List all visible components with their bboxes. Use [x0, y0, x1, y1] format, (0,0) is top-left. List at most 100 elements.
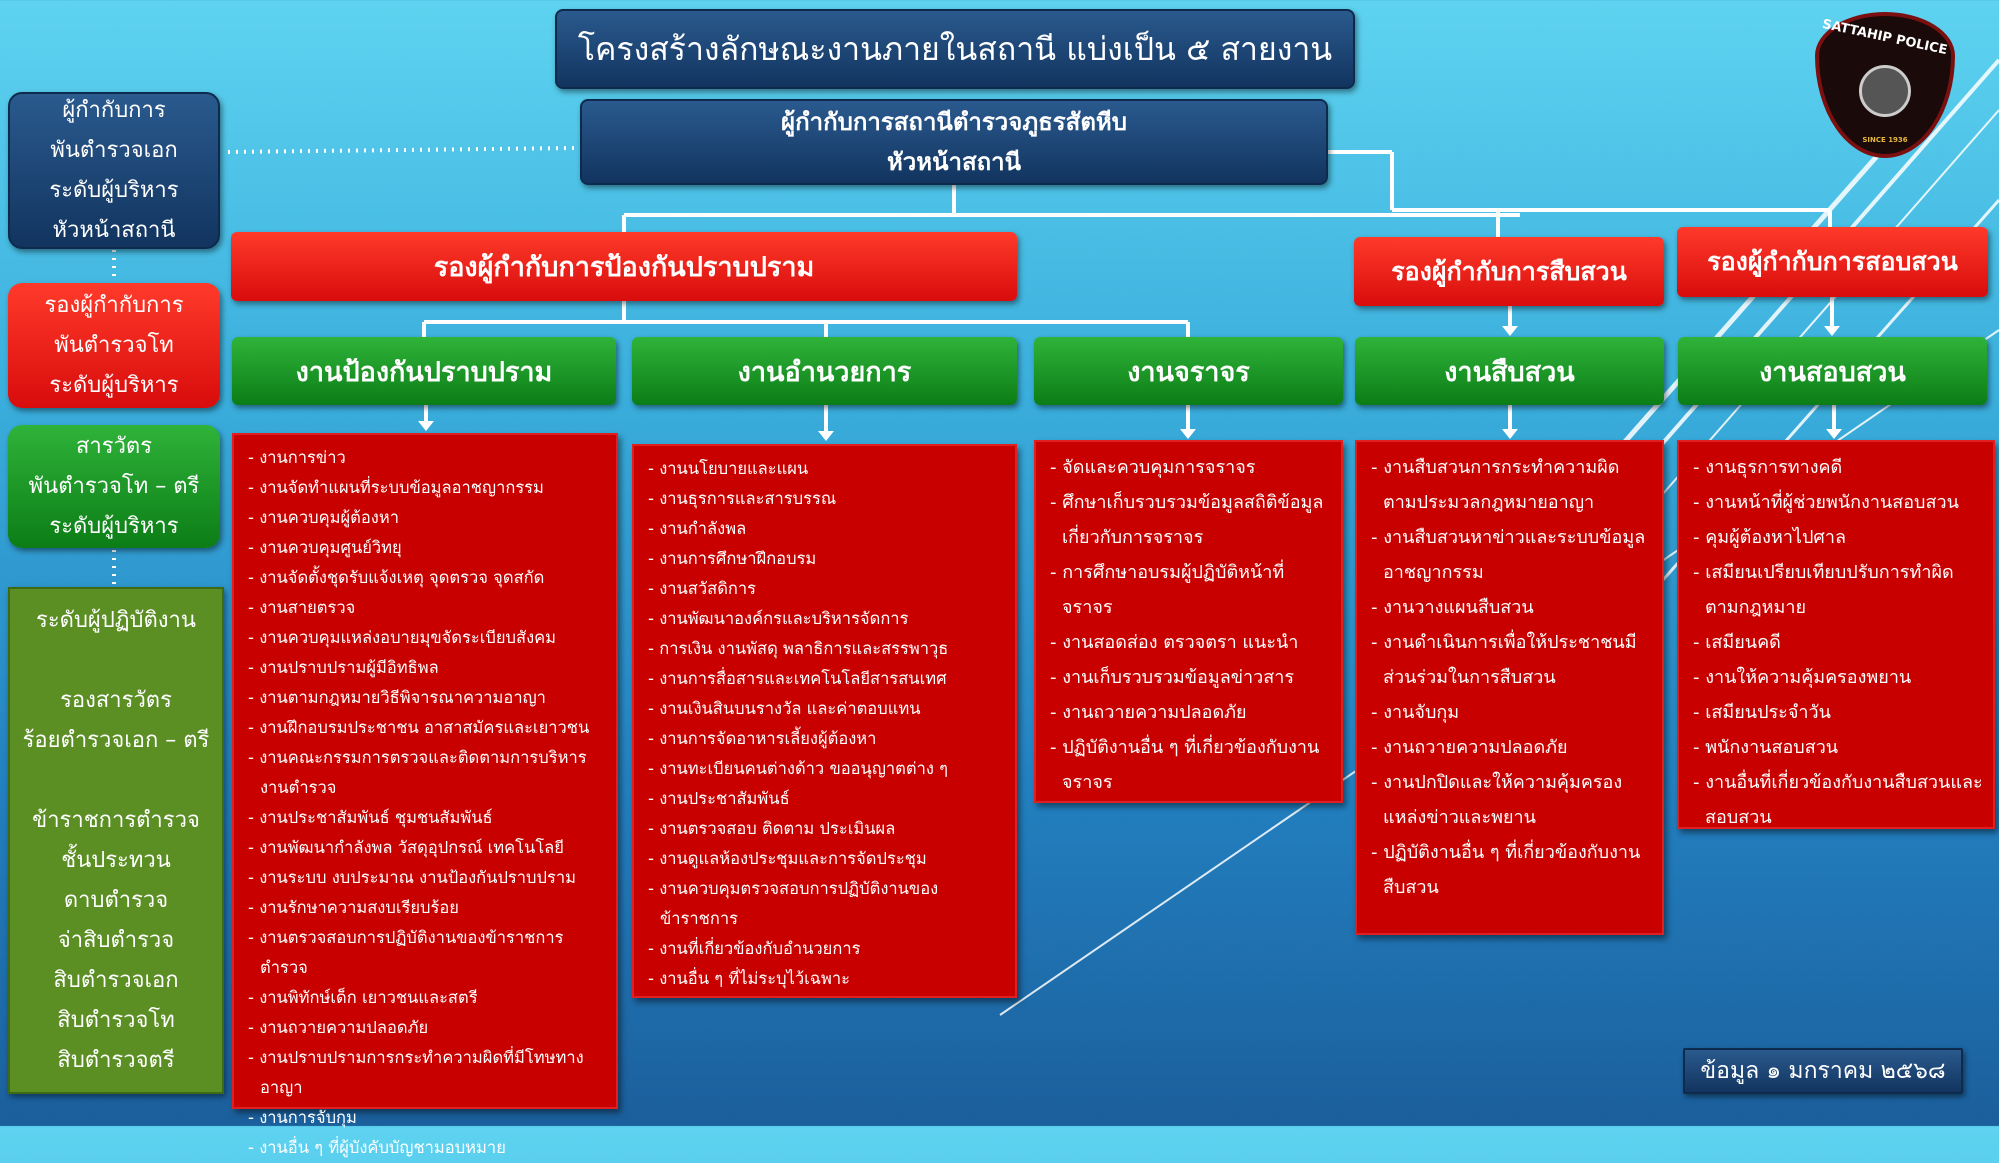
duty-item: - งานเก็บรวบรวมข้อมูลข่าวสาร [1050, 667, 1295, 688]
level-text: จ่าสิบตำรวจ [57, 927, 175, 953]
duty-item: - งานการจัดอาหารเลี้ยงผู้ต้องหา [648, 729, 877, 748]
level-deputy: รองผู้กำกับการ พันตำรวจโท ระดับผู้บริหาร [8, 283, 220, 408]
duty-item: - งานควบคุมตรวจสอบการปฏิบัติงานของข้าราช… [648, 879, 939, 928]
level-text: ระดับผู้บริหาร [49, 177, 179, 203]
duty-item: - งานฝึกอบรมประชาชน อาสาสมัครและเยาวชน [248, 718, 590, 737]
level-superintendent: ผู้กำกับการ พันตำรวจเอก ระดับผู้บริหาร ห… [8, 92, 220, 249]
duty-item: - งานเงินสินบนรางวัล และค่าตอบแทน [648, 699, 921, 718]
duty-item: - งานรักษาความสงบเรียบร้อย [248, 898, 459, 917]
level-text: สิบตำรวจโท [57, 1007, 175, 1033]
duty-item: - งานปราบปรามผู้มีอิทธิพล [248, 658, 439, 677]
duty-item: - จัดและควบคุมการจราจร [1050, 457, 1256, 478]
duty-item: - งานอื่น ๆ ที่ไม่ระบุไว้เฉพาะ [648, 969, 851, 988]
duty-item: - งานพิทักษ์เด็ก เยาวชนและสตรี [248, 988, 478, 1007]
duty-item: - งานตรวจสอบ ติดตาม ประเมินผล [648, 819, 896, 838]
duty-item: - งานวางแผนสืบสวน [1371, 597, 1534, 618]
duty-item: - งานนโยบายและแผน [648, 459, 809, 478]
duty-item: - งานจัดตั้งชุดรับแจ้งเหตุ จุดตรวจ จุดสก… [248, 568, 545, 587]
duties-list-traffic: - จัดและควบคุมการจราจร - ศึกษาเก็บรวบรวมข… [1034, 440, 1343, 803]
duty-item: - งานพัฒนาองค์กรและบริหารจัดการ [648, 609, 909, 628]
deputy-investigation: รองผู้กำกับการสืบสวน [1354, 237, 1664, 306]
chief-role: หัวหน้าสถานี [886, 148, 1022, 176]
level-text: ร้อยตำรวจเอก – ตรี [22, 727, 210, 753]
duty-item: - งานควบคุมผู้ต้องหา [248, 508, 399, 527]
duty-item: - งานสวัสดิการ [648, 579, 757, 598]
division-traffic: งานจราจร [1034, 337, 1343, 405]
level-text: ระดับผู้บริหาร [49, 513, 179, 539]
station-chief-box: ผู้กำกับการสถานีตำรวจภูธรสัตหีบ หัวหน้าส… [580, 99, 1328, 185]
duty-item: - งานประชาสัมพันธ์ [648, 789, 790, 808]
deputy-inquiry: รองผู้กำกับการสอบสวน [1677, 227, 1988, 297]
duty-item: - งานการข่าว [248, 448, 346, 467]
duty-item: - งานตามกฎหมายวิธีพิจารณาความอาญา [248, 688, 546, 707]
duty-item: - งานการจับกุม [248, 1108, 357, 1127]
duty-item: - งานธุรการและสารบรรณ [648, 489, 837, 508]
duty-item: - คุมผู้ต้องหาไปศาล [1693, 527, 1846, 548]
duty-item: - งานอื่น ๆ ที่ผู้บังคับบัญชามอบหมาย [248, 1138, 506, 1157]
level-text: สารวัตร [75, 433, 153, 459]
duty-item: - งานธุรการทางคดี [1693, 457, 1843, 478]
level-text: ผู้กำกับการ [62, 97, 166, 123]
duty-item: - การเงิน งานพัสดุ พลาธิการและสรรพาวุธ [648, 639, 949, 658]
duties-list-inquiry: - งานธุรการทางคดี - งานหน้าที่ผู้ช่วยพนัก… [1677, 440, 1995, 829]
duty-item: - งานที่เกี่ยวข้องกับอำนวยการ [648, 939, 861, 958]
level-text: พันตำรวจโท [54, 332, 174, 358]
duty-item: - งานดำเนินการเพื่อให้ประชาชนมีส่วนร่วมใ… [1371, 632, 1637, 688]
duty-item: - เสมียนประจำวัน [1693, 702, 1831, 723]
duty-item: - งานคณะกรรมการตรวจและติดตามการบริหารงาน… [248, 748, 587, 797]
level-text: ระดับผู้บริหาร [49, 372, 179, 398]
level-text: รองผู้กำกับการ [44, 292, 184, 318]
duty-item: - งานอื่นที่เกี่ยวข้องกับงานสืบสวนและสอบ… [1693, 772, 1983, 828]
duty-item: - งานปราบปรามการกระทำความผิดที่มีโทษทางอ… [248, 1048, 584, 1097]
duty-item: - การศึกษาอบรมผู้ปฏิบัติหน้าที่จราจร [1050, 562, 1285, 618]
duty-item: - งานให้ความคุ้มครองพยาน [1693, 667, 1912, 688]
duty-item: - งานพัฒนากำลังพล วัสดุอุปกรณ์ เทคโนโลยี [248, 838, 564, 857]
duty-item: - งานประชาสัมพันธ์ ชุมชนสัมพันธ์ [248, 808, 493, 827]
duty-item: - ศึกษาเก็บรวบรวมข้อมูลสถิติข้อมูลเกี่ยว… [1050, 492, 1324, 548]
level-text: สิบตำรวจตรี [57, 1047, 175, 1073]
duty-item: - เสมียนคดี [1693, 632, 1781, 653]
deputy-prevention: รองผู้กำกับการป้องกันปราบปราม [231, 232, 1017, 301]
duty-item: - งานถวายความปลอดภัย [1371, 737, 1568, 758]
duty-item: - งานทะเบียนคนต่างด้าว ขออนุญาตต่าง ๆ [648, 759, 949, 778]
duty-item: - งานสายตรวจ [248, 598, 356, 617]
duty-item: - งานตรวจสอบการปฏิบัติงานของข้าราชการตำร… [248, 928, 564, 977]
level-text: ข้าราชการตำรวจ [32, 807, 200, 833]
duty-item: - พนักงานสอบสวน [1693, 737, 1839, 758]
chief-title: ผู้กำกับการสถานีตำรวจภูธรสัตหีบ [781, 108, 1127, 136]
page-title: โครงสร้างลักษณะงานภายในสถานี แบ่งเป็น ๕ … [555, 9, 1355, 89]
duty-item: - งานดูแลห้องประชุมและการจัดประชุม [648, 849, 927, 868]
level-text: พันตำรวจโท – ตรี [28, 473, 200, 499]
division-prevention: งานป้องกันปราบปราม [232, 337, 616, 405]
level-text: ดาบตำรวจ [63, 887, 169, 913]
level-text: สิบตำรวจเอก [53, 967, 179, 993]
duty-item: - งานจับกุม [1371, 702, 1460, 723]
duty-item: - งานกำลังพล [648, 519, 747, 538]
duty-item: - งานสืบสวนหาข่าวและระบบข้อมูลอาชญากรรม [1371, 527, 1646, 583]
level-text: รองสารวัตร [60, 687, 172, 713]
duty-item: - ปฏิบัติงานอื่น ๆ ที่เกี่ยวข้องกับงานจร… [1050, 737, 1320, 793]
duty-item: - งานการศึกษาฝึกอบรม [648, 549, 817, 568]
duty-item: - งานระบบ งบประมาณ งานป้องกันปราบปราม [248, 868, 577, 887]
duty-item: - งานหน้าที่ผู้ช่วยพนักงานสอบสวน [1693, 492, 1959, 513]
level-text: ชั้นประทวน [61, 847, 171, 873]
duty-item: - งานปกปิดและให้ความคุ้มครองแหล่งข่าวและ… [1371, 772, 1623, 828]
data-date-label: ข้อมูล ๑ มกราคม ๒๕๖๘ [1683, 1048, 1963, 1094]
duty-item: - งานสืบสวนการกระทำความผิดตามประมวลกฎหมา… [1371, 457, 1620, 513]
duty-item: - งานถวายความปลอดภัย [1050, 702, 1247, 723]
duty-item: - งานจัดทำแผนที่ระบบข้อมูลอาชญากรรม [248, 478, 544, 497]
duties-list-prevention: - งานการข่าว - งานจัดทำแผนที่ระบบข้อมูลอา… [232, 433, 618, 1157]
duty-item: - เสมียนเปรียบเทียบปรับการทำผิดตามกฎหมาย [1693, 562, 1954, 618]
duty-item: - งานการสื่อสารและเทคโนโลยีสารสนเทศ [648, 669, 947, 688]
division-inquiry: งานสอบสวน [1678, 337, 1987, 405]
division-administration: งานอำนวยการ [632, 337, 1017, 405]
duties-list-administration: - งานนโยบายและแผน - งานธุรการและสารบรรณ - … [632, 444, 1017, 998]
level-inspector: สารวัตร พันตำรวจโท – ตรี ระดับผู้บริหาร [8, 425, 220, 548]
duty-item: - งานถวายความปลอดภัย [248, 1018, 429, 1037]
duty-item: - งานควบคุมแหล่งอบายมุขจัดระเบียบสังคม [248, 628, 557, 647]
duty-item: - งานควบคุมศูนย์วิทยุ [248, 538, 402, 557]
level-text: หัวหน้าสถานี [52, 217, 176, 243]
level-operational: ระดับผู้ปฏิบัติงาน รองสารวัตร ร้อยตำรวจเ… [8, 587, 224, 1094]
duty-item: - ปฏิบัติงานอื่น ๆ ที่เกี่ยวข้องกับงานสื… [1371, 842, 1641, 898]
duties-list-investigation: - งานสืบสวนการกระทำความผิดตามประมวลกฎหมา… [1355, 440, 1664, 935]
